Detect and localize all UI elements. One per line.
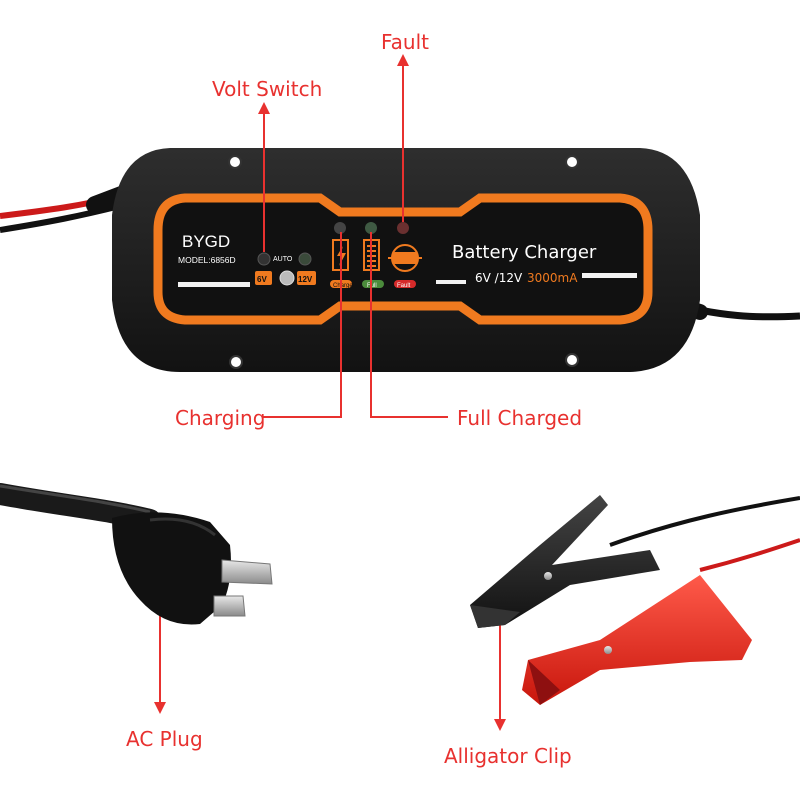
ac-plug-callout: AC Plug bbox=[126, 727, 203, 751]
plug-body bbox=[112, 512, 231, 625]
model-text: MODEL:6856D bbox=[178, 255, 236, 265]
switch-12v-label: 12V bbox=[298, 275, 313, 284]
fault-callout: Fault bbox=[381, 30, 429, 54]
volt-switch-callout: Volt Switch bbox=[212, 77, 323, 101]
alligator-clips bbox=[470, 495, 800, 705]
black-clip bbox=[470, 495, 660, 628]
panel-stripe-left bbox=[178, 282, 250, 287]
panel-stripe-mid bbox=[436, 280, 466, 284]
panel-stripe-right bbox=[582, 273, 637, 278]
fault-battery-icon bbox=[388, 244, 422, 272]
plug-prong-lower bbox=[213, 595, 246, 617]
switch-6v-label: 6V bbox=[257, 275, 267, 284]
charger-title: Battery Charger bbox=[452, 242, 597, 263]
rating-current: 3000mA bbox=[527, 271, 578, 285]
callout-arrowheads bbox=[154, 54, 506, 731]
alligator-clip-callout: Alligator Clip bbox=[444, 744, 572, 768]
charge-tag: Charge bbox=[333, 283, 353, 289]
volt-switch-button-icon bbox=[279, 270, 295, 286]
battery-charger: BYGD MODEL:6856D AUTO 6V 12V bbox=[112, 148, 700, 372]
fault-tag: Fault bbox=[397, 283, 411, 289]
volt-switch-led bbox=[257, 252, 271, 266]
red-clip bbox=[522, 575, 752, 705]
charge-led bbox=[334, 222, 346, 234]
fault-led bbox=[397, 222, 409, 234]
auto-led bbox=[298, 252, 312, 266]
ac-plug bbox=[0, 483, 273, 625]
charging-callout: Charging bbox=[175, 406, 266, 430]
brand-text: BYGD bbox=[182, 232, 230, 251]
auto-label: AUTO bbox=[273, 256, 293, 263]
rating-voltage: 6V /12V bbox=[475, 271, 523, 285]
plug-prong-upper bbox=[221, 559, 273, 585]
full-led bbox=[365, 222, 377, 234]
full-charged-callout: Full Charged bbox=[457, 406, 583, 430]
